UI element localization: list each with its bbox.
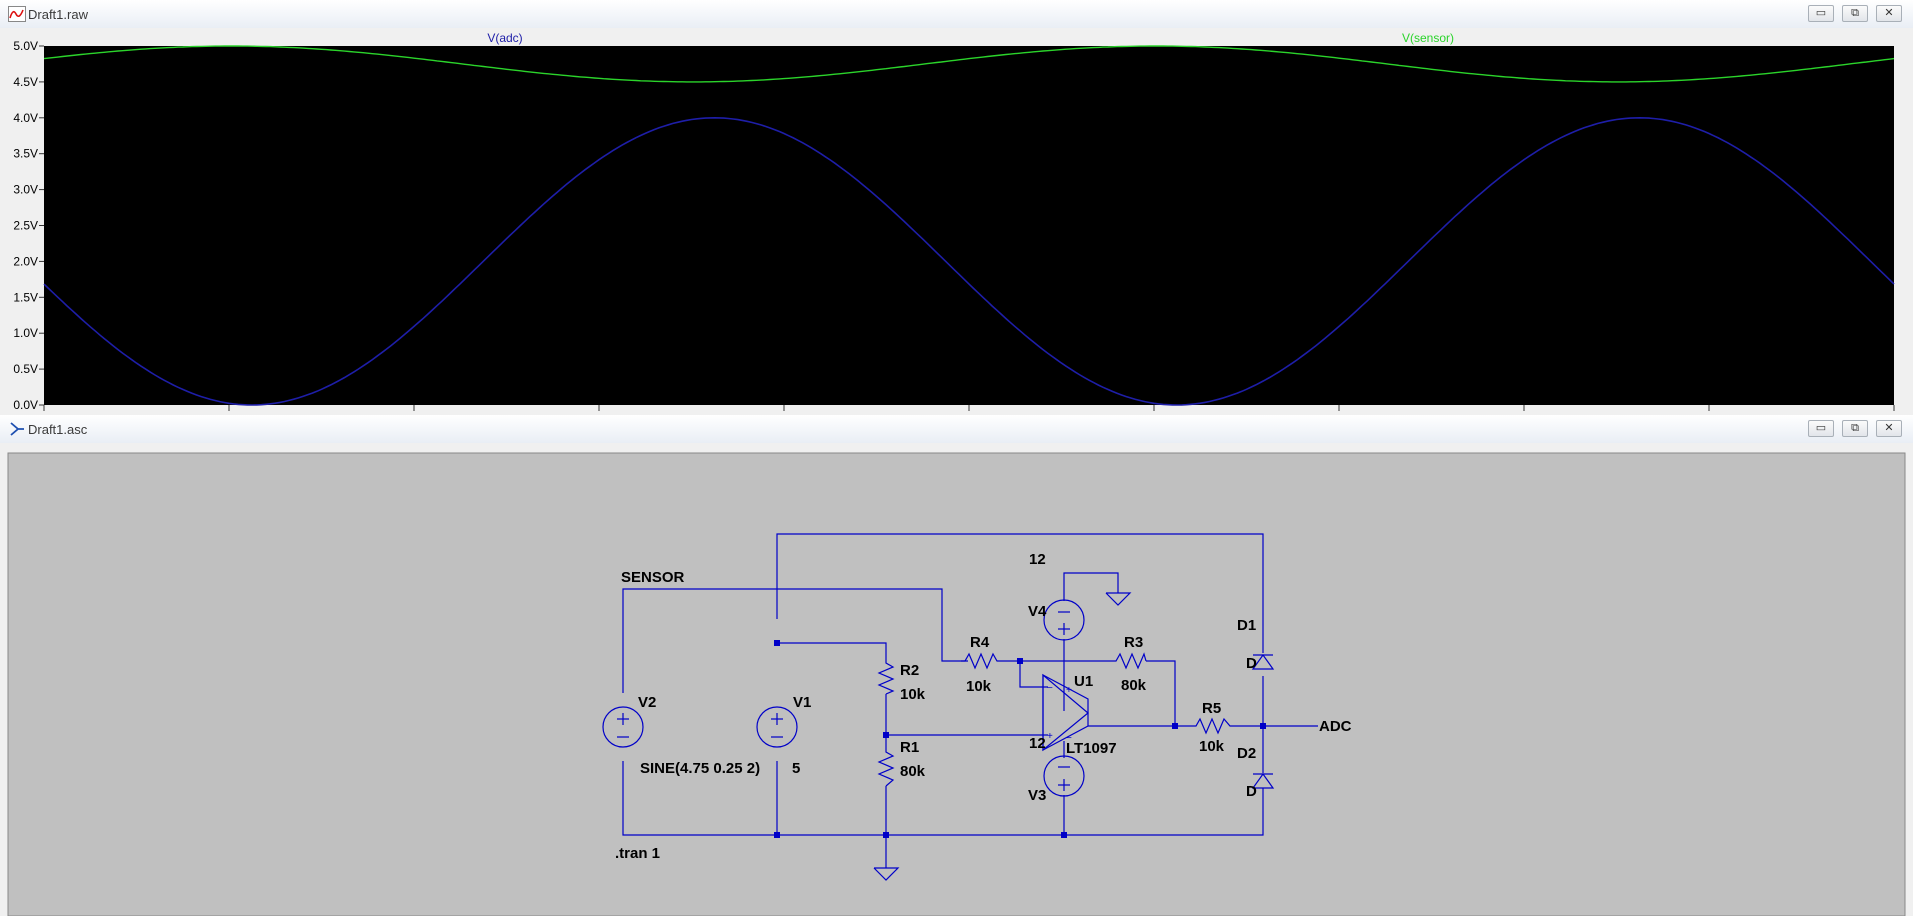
schematic-canvas[interactable]: −+ +− SENSOR ADC V2 SINE(4.7 bbox=[0, 443, 1913, 916]
d1-name: D1 bbox=[1237, 617, 1256, 634]
y-tick-label: 2.5V bbox=[13, 219, 38, 233]
opamp-u1[interactable] bbox=[1042, 673, 1089, 752]
trace-label-adc[interactable]: V(adc) bbox=[487, 31, 522, 45]
y-tick-label: 3.0V bbox=[13, 183, 38, 197]
plot-area[interactable] bbox=[44, 46, 1894, 405]
resistor-r4[interactable] bbox=[961, 652, 1001, 670]
sensor-trace bbox=[43, 45, 1895, 83]
y-tick-label: 0.5V bbox=[13, 362, 38, 376]
waveform-window-title: Draft1.raw bbox=[28, 7, 88, 22]
net-label-sensor: SENSOR bbox=[621, 569, 685, 586]
close-button[interactable]: ✕ bbox=[1876, 5, 1902, 22]
r2-value: 10k bbox=[900, 686, 926, 703]
r1-name: R1 bbox=[900, 739, 919, 756]
r2-name: R2 bbox=[900, 662, 919, 679]
v3-name: V3 bbox=[1028, 787, 1046, 804]
x-axis bbox=[43, 405, 1895, 411]
voltage-source-v1[interactable] bbox=[756, 706, 798, 748]
y-tick-label: 4.0V bbox=[13, 111, 38, 125]
waveform-window: Draft1.raw ▭ ⧉ ✕ 5.0V 4.5V 4.0V 3.5V 3.0V 2.5… bbox=[0, 0, 1913, 415]
voltage-source-v3[interactable] bbox=[1043, 755, 1085, 797]
trace-label-sensor[interactable]: V(sensor) bbox=[1402, 31, 1454, 45]
svg-text:+: + bbox=[1066, 685, 1072, 696]
restore-button[interactable]: ⧉ bbox=[1842, 420, 1868, 437]
schematic-area[interactable] bbox=[7, 452, 1906, 916]
v3-value: 12 bbox=[1029, 735, 1046, 752]
v2-name: V2 bbox=[638, 694, 656, 711]
r3-value: 80k bbox=[1121, 677, 1147, 694]
restore-icon: ⧉ bbox=[1851, 422, 1859, 434]
resistor-r3[interactable] bbox=[1112, 652, 1147, 670]
waveform-icon bbox=[8, 6, 26, 22]
minimize-icon: ▭ bbox=[1815, 422, 1827, 434]
resistor-r5[interactable] bbox=[1192, 717, 1234, 735]
r5-value: 10k bbox=[1199, 738, 1225, 755]
u1-value: LT1097 bbox=[1066, 740, 1117, 757]
v1-value: 5 bbox=[792, 760, 800, 777]
diode-d1[interactable] bbox=[1251, 653, 1275, 670]
minimize-button[interactable]: ▭ bbox=[1808, 420, 1834, 437]
y-tick-label: 5.0V bbox=[13, 39, 38, 53]
resistor-r2[interactable] bbox=[877, 659, 895, 695]
v2-value: SINE(4.75 0.25 2) bbox=[640, 760, 760, 777]
d2-name: D2 bbox=[1237, 745, 1256, 762]
svg-text:+: + bbox=[1047, 731, 1053, 742]
diode-d2[interactable] bbox=[1251, 772, 1275, 789]
waveform-plot[interactable]: 5.0V 4.5V 4.0V 3.5V 3.0V 2.5V 2.0V 1.5V 1.0V 0.5V… bbox=[0, 28, 1913, 415]
y-tick-label: 3.5V bbox=[13, 147, 38, 161]
y-tick-label: 4.5V bbox=[13, 75, 38, 89]
voltage-source-v4[interactable] bbox=[1043, 599, 1085, 641]
r4-value: 10k bbox=[966, 678, 992, 695]
u1-name: U1 bbox=[1074, 673, 1093, 690]
net-label-adc: ADC bbox=[1319, 718, 1352, 735]
resistor-r1[interactable] bbox=[877, 748, 895, 787]
v1-name: V1 bbox=[793, 694, 811, 711]
v4-value: 12 bbox=[1029, 551, 1046, 568]
svg-text:−: − bbox=[1066, 733, 1072, 744]
spice-directive: .tran 1 bbox=[615, 845, 660, 862]
waveform-titlebar[interactable]: Draft1.raw ▭ ⧉ ✕ bbox=[0, 0, 1913, 29]
schematic-icon bbox=[10, 422, 24, 436]
d1-value: D bbox=[1246, 655, 1257, 672]
minimize-button[interactable]: ▭ bbox=[1808, 5, 1834, 22]
r5-name: R5 bbox=[1202, 700, 1221, 717]
svg-text:−: − bbox=[1047, 683, 1053, 694]
y-tick-label: 0.0V bbox=[13, 398, 38, 412]
v4-name: V4 bbox=[1028, 603, 1047, 620]
r4-name: R4 bbox=[970, 634, 990, 651]
close-button[interactable]: ✕ bbox=[1876, 420, 1902, 437]
y-tick-label: 1.5V bbox=[13, 290, 38, 304]
schematic-window: Draft1.asc ▭ ⧉ ✕ bbox=[0, 415, 1913, 916]
minimize-icon: ▭ bbox=[1815, 7, 1827, 19]
voltage-source-v2[interactable] bbox=[602, 706, 644, 748]
r3-name: R3 bbox=[1124, 634, 1143, 651]
close-icon: ✕ bbox=[1884, 7, 1894, 19]
y-axis: 5.0V 4.5V 4.0V 3.5V 3.0V 2.5V 2.0V 1.5V 1.0V 0.5V… bbox=[13, 39, 44, 412]
schematic-titlebar[interactable]: Draft1.asc ▭ ⧉ ✕ bbox=[0, 415, 1913, 444]
r1-value: 80k bbox=[900, 763, 926, 780]
adc-trace bbox=[43, 116, 1895, 406]
ground-symbol bbox=[873, 592, 1132, 881]
restore-button[interactable]: ⧉ bbox=[1842, 5, 1868, 22]
y-tick-label: 1.0V bbox=[13, 326, 38, 340]
junction-dots bbox=[774, 640, 1266, 838]
y-tick-label: 2.0V bbox=[13, 254, 38, 268]
close-icon: ✕ bbox=[1884, 422, 1894, 434]
schematic-window-title: Draft1.asc bbox=[28, 422, 88, 437]
d2-value: D bbox=[1246, 783, 1257, 800]
restore-icon: ⧉ bbox=[1851, 7, 1859, 19]
